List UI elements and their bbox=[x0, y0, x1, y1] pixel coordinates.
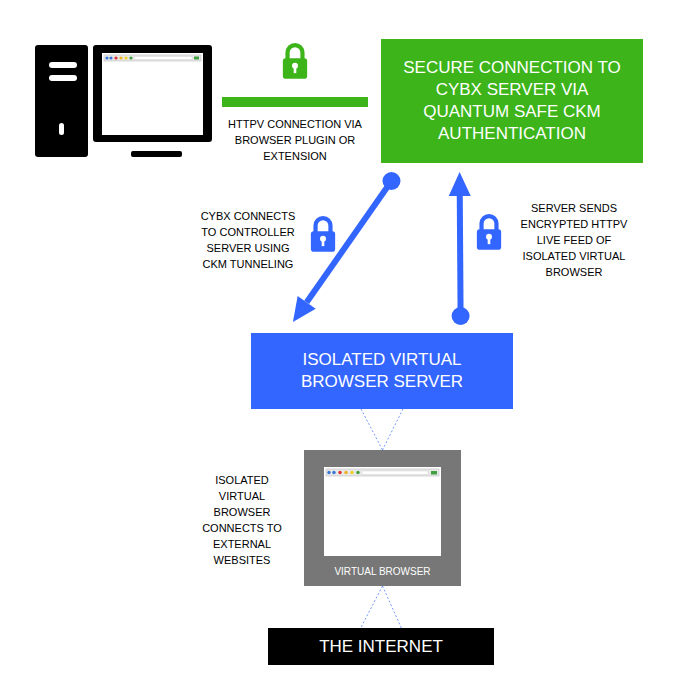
edge-label: SERVER SENDS ENCRYPTED HTTPV LIVE FEED O… bbox=[511, 200, 637, 280]
dotted-connector bbox=[361, 586, 402, 628]
virtual-browser-box: VIRTUAL BROWSER bbox=[304, 450, 461, 586]
lock-icon bbox=[311, 218, 335, 252]
arrowhead bbox=[449, 172, 471, 196]
annotation-label: HTTPV CONNECTION VIA BROWSER PLUGIN OR E… bbox=[226, 116, 364, 164]
annotation-label: ISOLATED VIRTUAL BROWSER CONNECTS TO EXT… bbox=[196, 472, 288, 568]
node-text: ISOLATED VIRTUAL BROWSER SERVER bbox=[265, 349, 499, 393]
connector-line bbox=[307, 181, 392, 302]
connector-dot bbox=[382, 172, 400, 190]
node-text: THE INTERNET bbox=[319, 637, 443, 657]
dotted-connector bbox=[361, 409, 403, 450]
node-text: VIRTUAL BROWSER bbox=[334, 566, 430, 578]
connector bbox=[361, 409, 403, 450]
computer-monitor bbox=[93, 45, 212, 157]
connector-line bbox=[457, 196, 464, 316]
connector bbox=[449, 172, 471, 325]
connector-dot bbox=[452, 307, 470, 325]
secure-connection-box: SECURE CONNECTION TO CYBX SERVER VIA QUA… bbox=[381, 39, 643, 163]
computer-tower bbox=[35, 45, 88, 157]
server-box: ISOLATED VIRTUAL BROWSER SERVER bbox=[251, 333, 513, 409]
internet-box: THE INTERNET bbox=[268, 628, 494, 665]
lock-icon bbox=[283, 45, 307, 79]
connector bbox=[361, 586, 402, 628]
lock-icon bbox=[477, 216, 501, 250]
edge-label: CYBX CONNECTS TO CONTROLLER SERVER USING… bbox=[194, 208, 302, 272]
virtual-browser-frame bbox=[304, 450, 461, 586]
connector bbox=[293, 172, 401, 322]
connection-bar bbox=[222, 97, 368, 107]
arrowhead bbox=[293, 296, 316, 322]
node-text: SECURE CONNECTION TO CYBX SERVER VIA QUA… bbox=[399, 57, 625, 145]
